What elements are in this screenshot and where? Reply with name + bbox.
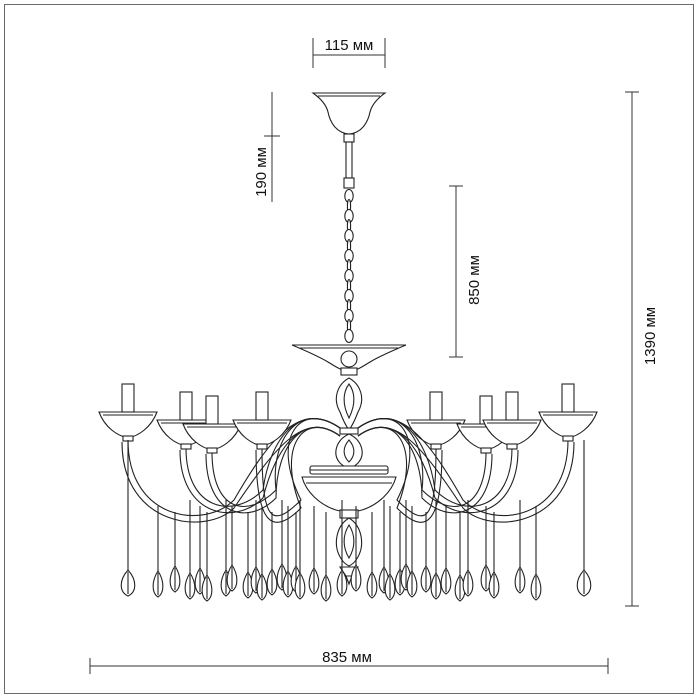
bobeche	[98, 411, 158, 439]
ceiling-canopy	[311, 92, 387, 189]
dim-label-canopy-width: 115 мм	[325, 37, 374, 54]
arm-curve	[357, 418, 569, 517]
chandelier-arms	[98, 383, 598, 523]
arm-assembly	[357, 383, 598, 523]
arm-curve	[261, 418, 341, 517]
candle	[429, 391, 443, 421]
arm-cup	[256, 443, 268, 450]
crystal-drops	[120, 440, 592, 602]
dim-total-height: 1390 мм	[625, 91, 659, 607]
central-column	[291, 344, 407, 586]
candle	[205, 395, 219, 425]
candle	[121, 383, 135, 413]
suspension-chain	[344, 188, 354, 344]
arm-cup	[506, 443, 518, 450]
arm-curve-inner	[357, 426, 575, 523]
arm-assembly	[232, 391, 341, 523]
bobeche	[538, 411, 598, 439]
arm-curve-inner	[121, 426, 341, 523]
chain-link	[344, 328, 354, 344]
dim-canopy-width: 115 мм	[312, 37, 386, 68]
dim-label-total-height: 1390 мм	[642, 307, 659, 365]
candle	[505, 391, 519, 421]
candle	[255, 391, 269, 421]
arm-cup	[480, 447, 492, 454]
candle	[561, 383, 575, 413]
dim-label-chain-length: 850 мм	[466, 255, 483, 305]
drawing-frame	[4, 4, 694, 694]
arm-cup	[180, 443, 192, 450]
dim-label-total-width: 835 мм	[322, 649, 372, 666]
bobeche	[182, 423, 242, 451]
arm-cup	[562, 435, 574, 442]
dim-total-width: 835 мм	[89, 649, 609, 674]
arm-cup	[430, 443, 442, 450]
arm-cup	[206, 447, 218, 454]
candle	[179, 391, 193, 421]
dim-chain-length: 850 мм	[449, 185, 483, 358]
dim-label-canopy-height: 190 мм	[253, 147, 270, 197]
arm-curve-inner	[255, 426, 341, 523]
dim-canopy-height: 190 мм	[253, 92, 280, 202]
